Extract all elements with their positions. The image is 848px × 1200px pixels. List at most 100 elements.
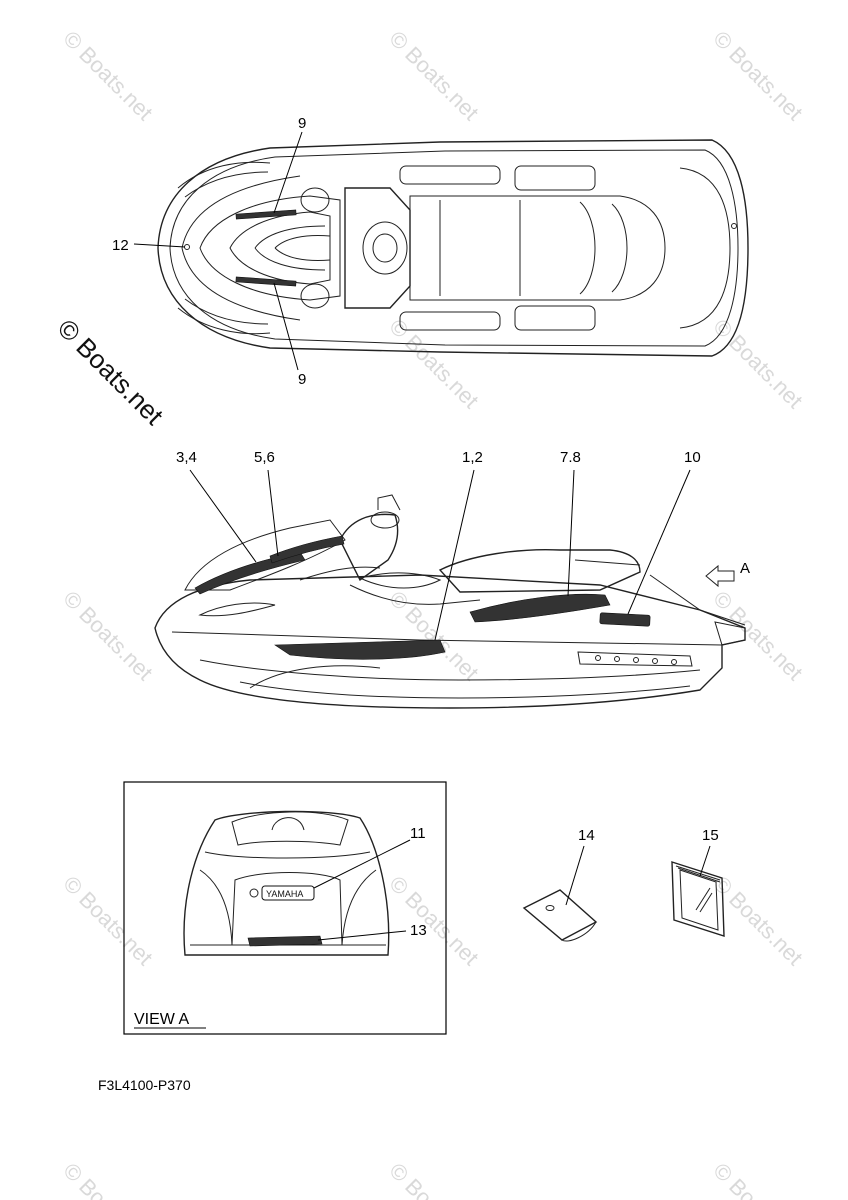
- part-14-tag: 14: [522, 827, 598, 942]
- top-bow-eye: [184, 244, 190, 250]
- side-hull-chine-3: [239, 681, 691, 699]
- decal-11: [261, 885, 315, 901]
- top-deck-mat-1: [399, 165, 501, 185]
- watermark-3: © Boats.net: [708, 26, 807, 125]
- top-view-watercraft: [157, 139, 749, 357]
- side-vent-strip: [577, 651, 693, 667]
- view-a-frame: [123, 781, 447, 1035]
- top-view-callouts: 9 12 9: [112, 115, 306, 388]
- decal-3-4: [194, 551, 306, 595]
- callout-11: 11: [410, 825, 426, 842]
- side-vent-holes: [577, 651, 693, 667]
- watermark-9: © Boats.net: [58, 871, 157, 970]
- side-vent-hole-1: [595, 655, 601, 661]
- top-deck-mat-3: [399, 311, 501, 331]
- side-panel-scoop: [358, 572, 442, 589]
- side-steering-column: [339, 513, 399, 582]
- side-seat: [438, 548, 641, 593]
- side-steering-hub: [370, 511, 400, 529]
- part-15-shape: [671, 861, 725, 937]
- top-hood-chevron-1: [254, 225, 326, 249]
- rear-side-panel-left: [199, 869, 233, 946]
- top-bow-groove-3: [177, 307, 271, 335]
- top-deck-mat-4: [514, 305, 596, 331]
- watermark-13: © Boats.net: [384, 1158, 483, 1200]
- side-panel-upper: [349, 584, 481, 605]
- top-stern-platform: [679, 167, 731, 329]
- leader-9-top: [273, 131, 303, 214]
- top-hood: [199, 195, 341, 301]
- callout-7-8: 7.8: [560, 449, 581, 466]
- leader-13: [317, 930, 407, 941]
- top-bow-line-1: [181, 175, 301, 249]
- side-hull-outline: [154, 574, 746, 709]
- callout-13: 13: [410, 922, 427, 939]
- watermark-6: © Boats.net: [58, 586, 157, 685]
- top-hull-inner: [169, 149, 739, 347]
- leader-14: [565, 845, 585, 906]
- part-15-page-2: [677, 867, 721, 883]
- side-seat-rear: [574, 559, 641, 566]
- decal-11-text: YAMAHA: [266, 889, 303, 899]
- decal-7-8: [469, 593, 611, 623]
- callout-12: 12: [112, 237, 129, 254]
- decal-1-2: [274, 639, 446, 660]
- decal-11-logo-icon: [249, 888, 259, 898]
- callout-5-6: 5,6: [254, 449, 275, 466]
- top-deck-mat-2: [514, 165, 596, 191]
- leader-7-8: [567, 469, 575, 597]
- watermark-1: © Boats.net: [58, 26, 157, 125]
- top-mirror-left: [300, 187, 330, 213]
- view-a-callouts: 11 13 VIEW A: [134, 825, 427, 1029]
- decal-5-6: [269, 535, 345, 564]
- leader-15: [699, 845, 711, 877]
- side-stern-cap: [649, 574, 746, 626]
- rear-side-panel-right: [341, 869, 377, 946]
- side-front-cowling: [184, 519, 346, 591]
- watermark-4: © Boats.net: [384, 314, 483, 413]
- side-cowling-vent: [198, 602, 276, 617]
- side-vent-hole-4: [652, 658, 658, 664]
- part-15-inner: [679, 869, 719, 931]
- callout-9-top: 9: [298, 115, 306, 132]
- part-14-edge: [561, 921, 597, 942]
- part-15-glare-2: [699, 892, 713, 913]
- watermark-14: © Boats.net: [708, 1158, 807, 1200]
- side-hull-strake: [249, 665, 381, 689]
- top-hood-chevron-4: [274, 247, 331, 261]
- part-15-glare-1: [695, 887, 711, 911]
- side-vent-hole-5: [671, 659, 677, 665]
- callout-15: 15: [702, 827, 719, 844]
- view-a-panel: YAMAHA: [123, 781, 447, 1035]
- part-15-page-1: [675, 865, 721, 881]
- top-steering-hub-inner: [372, 233, 398, 263]
- top-hood-chevron-2: [254, 247, 326, 271]
- rear-stern: [231, 872, 343, 946]
- top-bow-groove-4: [184, 298, 269, 325]
- rear-seat: [231, 811, 349, 846]
- top-hood-inner: [229, 211, 331, 285]
- leader-5-6: [267, 469, 279, 557]
- callout-10: 10: [684, 449, 701, 466]
- side-view-callouts: 3,4 5,6 1,2 7.8 10 A: [176, 449, 750, 641]
- watermark-10: © Boats.net: [384, 871, 483, 970]
- drawing-code: F3L4100-P370: [98, 1077, 191, 1093]
- top-seat-seam-4: [611, 203, 628, 293]
- top-mirror-right: [300, 283, 330, 309]
- side-view-watercraft: [154, 494, 746, 709]
- rear-hull-outline: [183, 810, 390, 956]
- rear-handle: [271, 817, 305, 831]
- callout-14: 14: [578, 827, 595, 844]
- side-handlebar-grip: [377, 494, 401, 511]
- decal-13: [247, 935, 323, 947]
- top-bow-line-2: [181, 247, 301, 321]
- decal-10: [599, 612, 651, 627]
- side-hull-chine-1: [171, 631, 723, 646]
- side-vent-hole-2: [614, 656, 620, 662]
- side-hull-chine-2: [199, 659, 701, 681]
- part-15-manual: 15: [671, 827, 725, 937]
- rear-deck: [204, 851, 371, 859]
- top-stern-cleat: [731, 223, 737, 229]
- top-hood-chevron-3: [274, 235, 331, 249]
